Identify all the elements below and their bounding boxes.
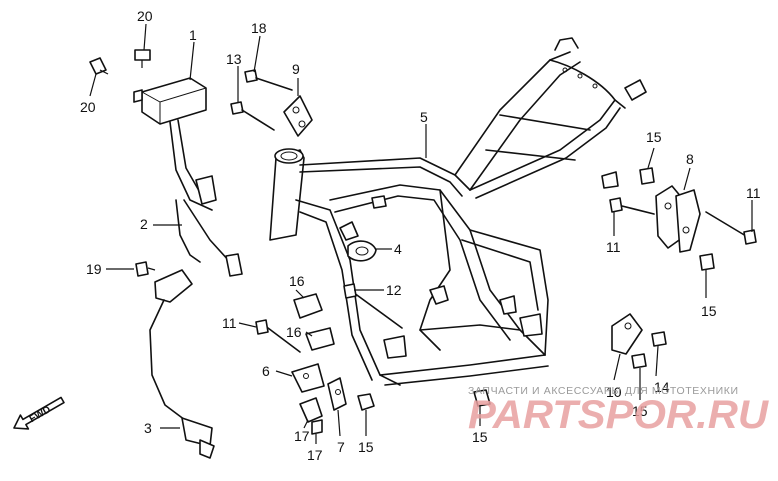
bracket-9 [283, 95, 313, 137]
callout-11-lower: 11 [222, 315, 237, 331]
callout-20-top: 20 [137, 8, 153, 24]
callout-5: 5 [420, 109, 428, 125]
bracket-10 [611, 313, 643, 355]
bolt-20-top [134, 49, 151, 68]
watermark-tagline: ЗАПЧАСТИ И АКСЕССУАРЫ ДЛЯ МОТОТЕХНИКИ [468, 385, 739, 397]
callout-19: 19 [86, 261, 102, 277]
frame-body [269, 37, 647, 386]
bolt-11-left [609, 197, 655, 215]
callout-8: 8 [686, 151, 694, 167]
callout-labels: 1 2 3 4 5 6 7 8 9 10 11 11 11 12 13 14 1… [80, 8, 761, 463]
callout-9: 9 [292, 61, 300, 77]
bracket-8 [655, 185, 701, 253]
callout-15-upper-right: 15 [646, 129, 662, 145]
fwd-arrow: FWD [13, 396, 65, 430]
callout-11-left: 11 [606, 239, 621, 255]
callout-10: 10 [606, 384, 622, 400]
bolt-11-right [705, 211, 757, 245]
ignition-coil [149, 269, 215, 459]
nut-15-upper-right [639, 167, 655, 185]
callout-4: 4 [394, 241, 402, 257]
callout-15-right: 15 [701, 303, 717, 319]
callout-15-lower-right: 15 [632, 403, 648, 419]
watermark-brand: PARTSPOR.RU [468, 393, 769, 437]
bolt-12 [343, 283, 403, 329]
watermark: ЗАПЧАСТИ И АКСЕССУАРЫ ДЛЯ МОТОТЕХНИКИ PA… [468, 385, 769, 437]
callout-20-left: 20 [80, 99, 96, 115]
callout-2: 2 [140, 216, 148, 232]
bolt-13 [230, 101, 275, 131]
callout-17-top: 17 [294, 428, 310, 444]
clip-17 [299, 397, 323, 435]
fwd-label: FWD [28, 404, 53, 425]
nut-14 [651, 331, 667, 347]
callout-13: 13 [226, 51, 242, 67]
callout-15-center: 15 [472, 429, 488, 445]
callout-17-bottom: 17 [307, 447, 323, 463]
wire-harness [169, 119, 243, 277]
cdi-unit [133, 77, 207, 125]
callout-16-top: 16 [289, 273, 305, 289]
callout-16-bottom: 16 [286, 324, 302, 340]
callout-11-right: 11 [746, 185, 761, 201]
nut-15-center [473, 389, 491, 407]
bolt-18 [244, 69, 293, 91]
nut-15-lower-right [631, 353, 647, 369]
rubber-16-top [293, 293, 323, 319]
callout-18: 18 [251, 20, 267, 36]
callout-15-bottom: 15 [358, 439, 374, 455]
leader-lines [89, 23, 753, 444]
callout-7: 7 [337, 439, 345, 455]
rubber-16-bottom [305, 327, 335, 351]
callout-6: 6 [262, 363, 270, 379]
nut-15-bottom [357, 393, 375, 411]
nut-15-right [699, 253, 715, 271]
bolt-19 [135, 261, 156, 277]
callout-14: 14 [654, 379, 670, 395]
callout-12: 12 [386, 282, 402, 298]
plate-6 [291, 363, 325, 393]
callout-3: 3 [144, 420, 152, 436]
clamp-4 [347, 240, 377, 262]
callout-1: 1 [189, 27, 197, 43]
bolt-11-lower [255, 319, 301, 353]
bracket-7 [327, 377, 347, 411]
bolt-20-left [89, 57, 109, 75]
